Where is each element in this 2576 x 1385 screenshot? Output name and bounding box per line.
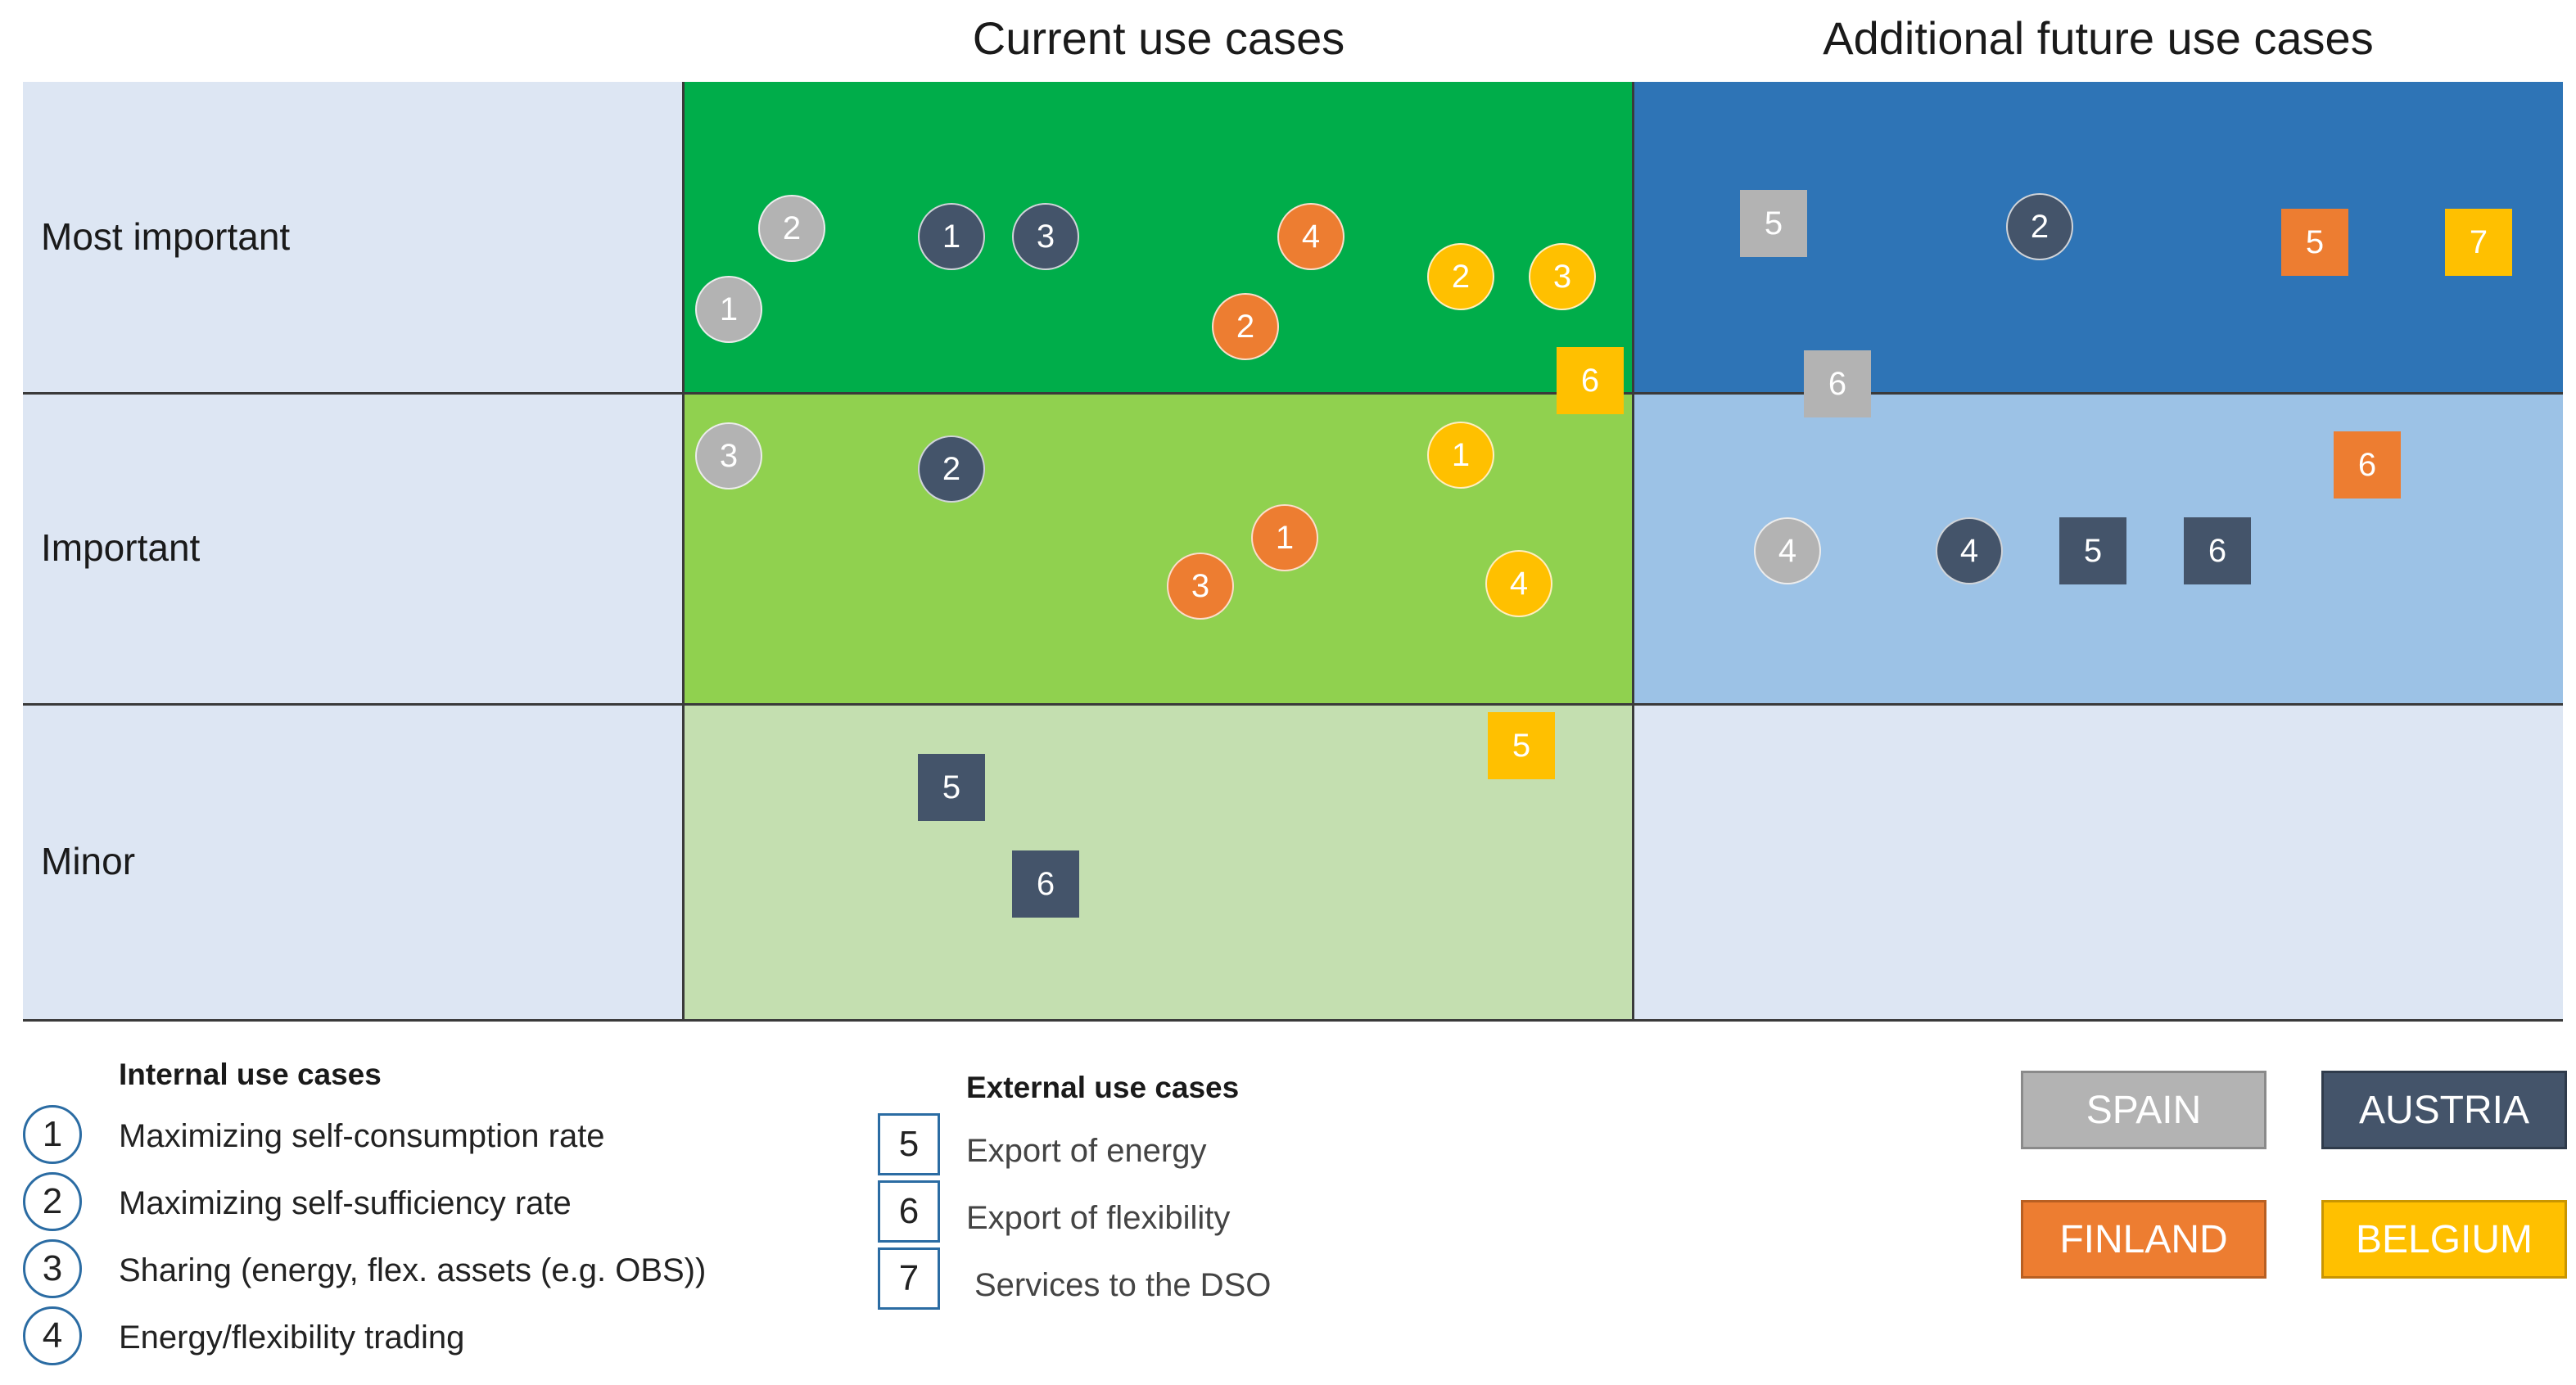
marker-belgium-square-5: 5 xyxy=(1488,712,1555,779)
legend-circle-2: 2 xyxy=(23,1172,82,1231)
marker-austria-circle-2: 2 xyxy=(918,435,985,503)
row-label-minor: Minor xyxy=(41,840,136,882)
marker-finland-square-5: 5 xyxy=(2281,209,2348,276)
legend-square-7: 7 xyxy=(878,1247,940,1310)
cell-current-minor xyxy=(684,704,1634,1020)
column-title-current: Current use cases xyxy=(972,12,1345,64)
country-badge-belgium: BELGIUM xyxy=(2321,1200,2567,1279)
marker-belgium-circle-4: 4 xyxy=(1485,550,1552,617)
legend-external-item: Export of flexibility xyxy=(966,1200,1231,1236)
marker-spain-circle-1: 1 xyxy=(695,276,762,343)
marker-austria-circle-4: 4 xyxy=(1936,517,2003,584)
legend-external-item: Export of energy xyxy=(966,1133,1207,1169)
legend-external-title: External use cases xyxy=(966,1071,1240,1104)
marker-finland-circle-4: 4 xyxy=(1277,203,1344,270)
marker-spain-circle-4: 4 xyxy=(1754,517,1821,584)
marker-belgium-square-6: 6 xyxy=(1557,347,1624,414)
legend-internal-item: Maximizing self-consumption rate xyxy=(119,1118,605,1154)
marker-austria-square-5: 5 xyxy=(2059,517,2126,584)
legend-circle-3: 3 xyxy=(23,1239,82,1298)
legend-circle-4: 4 xyxy=(23,1306,82,1365)
country-badge-austria: AUSTRIA xyxy=(2321,1071,2567,1149)
grid-line xyxy=(1632,82,1634,1020)
grid-line xyxy=(682,82,685,1020)
marker-belgium-circle-2: 2 xyxy=(1427,243,1494,310)
legend-internal-item: Energy/flexibility trading xyxy=(119,1320,465,1356)
marker-spain-square-5: 5 xyxy=(1740,190,1807,257)
marker-spain-square-6: 6 xyxy=(1804,350,1871,417)
row-label-cell-most xyxy=(23,82,684,393)
marker-finland-circle-3: 3 xyxy=(1167,553,1234,620)
marker-spain-circle-2: 2 xyxy=(758,195,825,262)
legend-external-item: Services to the DSO xyxy=(974,1267,1272,1303)
row-label-most-important: Most important xyxy=(41,215,291,258)
marker-finland-circle-1: 1 xyxy=(1251,504,1318,571)
marker-finland-square-6: 6 xyxy=(2334,431,2401,499)
row-label-cell-minor xyxy=(23,704,684,1020)
marker-austria-circle-3: 3 xyxy=(1012,203,1079,270)
grid-line xyxy=(23,1019,2563,1022)
legend-square-6: 6 xyxy=(878,1180,940,1243)
row-label-important: Important xyxy=(41,526,201,569)
column-title-future: Additional future use cases xyxy=(1823,12,2374,64)
marker-belgium-square-7: 7 xyxy=(2445,209,2512,276)
legend-internal-item: Maximizing self-sufficiency rate xyxy=(119,1185,572,1221)
legend-square-5: 5 xyxy=(878,1113,940,1175)
marker-belgium-circle-3: 3 xyxy=(1529,243,1596,310)
marker-austria-circle-2: 2 xyxy=(2006,193,2073,260)
cell-future-minor xyxy=(1634,704,2563,1020)
marker-spain-circle-3: 3 xyxy=(695,422,762,489)
cell-current-important xyxy=(684,393,1634,704)
grid-line xyxy=(23,703,2563,706)
marker-finland-circle-2: 2 xyxy=(1212,293,1279,360)
marker-austria-square-6: 6 xyxy=(2184,517,2251,584)
marker-belgium-circle-1: 1 xyxy=(1427,422,1494,489)
marker-austria-square-6: 6 xyxy=(1012,850,1079,918)
country-badge-finland: FINLAND xyxy=(2021,1200,2266,1279)
legend-circle-1: 1 xyxy=(23,1105,82,1164)
marker-austria-circle-1: 1 xyxy=(918,203,985,270)
legend-internal-title: Internal use cases xyxy=(119,1058,382,1091)
legend-internal-item: Sharing (energy, flex. assets (e.g. OBS)… xyxy=(119,1252,707,1288)
cell-current-most xyxy=(684,82,1634,393)
row-label-cell-important xyxy=(23,393,684,704)
country-badge-spain: SPAIN xyxy=(2021,1071,2266,1149)
grid-line xyxy=(23,392,2563,395)
marker-austria-square-5: 5 xyxy=(918,754,985,821)
